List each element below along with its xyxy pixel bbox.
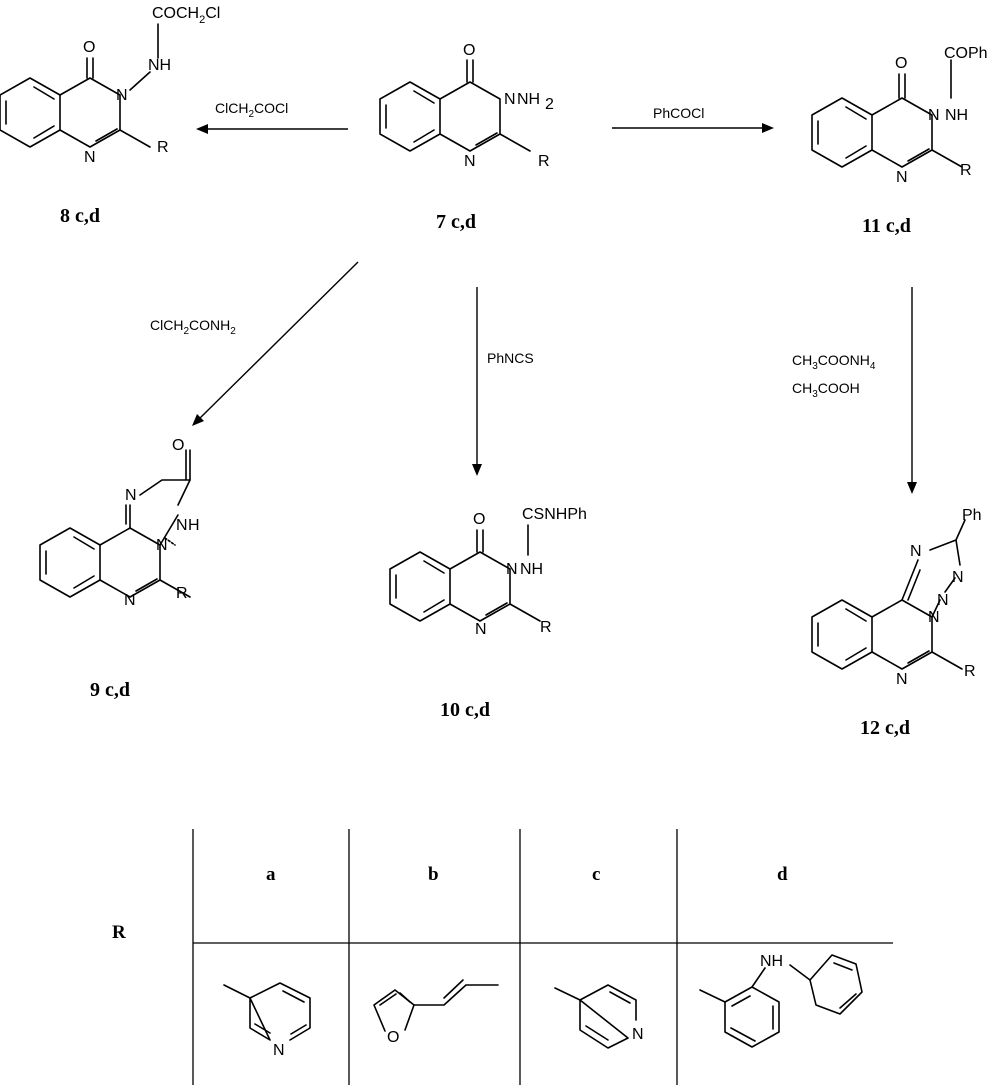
compound-label-12: 12 c,d (860, 717, 910, 739)
svg-text:N: N (506, 561, 518, 578)
svg-text:O: O (473, 511, 485, 528)
svg-text:N: N (896, 671, 908, 688)
svg-text:CSNHPh: CSNHPh (522, 506, 587, 523)
compound-label-8: 8 c,d (60, 205, 100, 227)
svg-text:R: R (960, 162, 972, 179)
substituent-a-structure: N (223, 982, 311, 1059)
substituent-table: R a b c d N O (112, 829, 893, 1085)
compound-7-structure: O N N NH 2 R (379, 42, 554, 170)
svg-text:N: N (464, 153, 476, 170)
compound-label-10: 10 c,d (440, 699, 490, 721)
svg-text:N: N (84, 149, 96, 166)
svg-text:Ph: Ph (962, 507, 982, 524)
svg-text:NH: NH (945, 107, 968, 124)
svg-text:NH: NH (520, 561, 543, 578)
svg-text:N: N (910, 543, 922, 560)
svg-text:R: R (157, 139, 169, 156)
reagent-to-9: ClCH2CONH2 (150, 317, 236, 337)
svg-text:N: N (928, 107, 940, 124)
svg-text:O: O (895, 55, 907, 72)
svg-text:R: R (176, 585, 188, 602)
svg-text:N: N (124, 592, 136, 609)
table-row-header: R (112, 922, 126, 943)
table-col-c: c (592, 864, 600, 885)
arrow-7-to-10 (472, 287, 482, 476)
table-col-a: a (266, 864, 276, 885)
svg-text:NH: NH (517, 91, 540, 108)
svg-text:N: N (896, 169, 908, 186)
svg-text:R: R (538, 153, 550, 170)
arrow-7-to-11 (612, 123, 774, 133)
compound-11-structure: O N NH N R COPh (811, 45, 988, 186)
svg-text:COPh: COPh (944, 45, 988, 62)
svg-text:N: N (125, 487, 137, 504)
substituent-b-structure: O (373, 979, 499, 1046)
svg-text:NH: NH (148, 57, 171, 74)
compound-10-structure: O N NH N R CSNHPh (389, 506, 587, 638)
arrow-7-to-9 (192, 261, 359, 426)
table-col-d: d (777, 864, 788, 885)
svg-text:R: R (964, 663, 976, 680)
svg-text:N: N (632, 1026, 644, 1043)
reagent-to-12-line-2: CH3COOH (792, 380, 860, 400)
svg-text:N: N (952, 569, 964, 586)
svg-text:NH: NH (760, 953, 783, 970)
svg-text:O: O (387, 1029, 399, 1046)
compound-12-structure: Ph N N N N N R (811, 507, 982, 688)
svg-text:O: O (172, 437, 184, 454)
svg-text:N: N (937, 592, 949, 609)
reagent-to-11: PhCOCl (653, 105, 704, 121)
svg-text:N: N (504, 91, 516, 108)
substituent-c-structure: N (554, 984, 644, 1049)
table-col-b: b (428, 864, 439, 885)
svg-text:N: N (928, 609, 940, 626)
svg-text:O: O (83, 39, 95, 56)
svg-text:N: N (156, 537, 168, 554)
reagent-to-8: ClCH2COCl (215, 100, 288, 120)
reagent-to-12-line-1: CH3COONH4 (792, 352, 876, 372)
svg-text:N: N (273, 1042, 285, 1059)
compound-label-9: 9 c,d (90, 679, 130, 701)
svg-text:2: 2 (545, 96, 554, 113)
arrow-7-to-8 (196, 124, 348, 134)
svg-text:H: H (188, 517, 200, 534)
reagent-to-10: PhNCS (487, 350, 534, 366)
svg-text:COCH2Cl: COCH2Cl (152, 5, 220, 26)
compound-label-11: 11 c,d (862, 215, 911, 237)
compound-label-7: 7 c,d (436, 211, 476, 233)
arrow-11-to-12 (907, 287, 917, 494)
compound-9-structure: O N N H N N R (39, 437, 200, 609)
svg-text:R: R (540, 619, 552, 636)
svg-text:N: N (176, 517, 188, 534)
compound-8-structure: O N N R NH COCH2Cl (0, 5, 220, 166)
svg-text:O: O (463, 42, 475, 59)
svg-text:N: N (116, 87, 128, 104)
substituent-d-structure: NH (699, 953, 863, 1048)
svg-text:N: N (475, 621, 487, 638)
